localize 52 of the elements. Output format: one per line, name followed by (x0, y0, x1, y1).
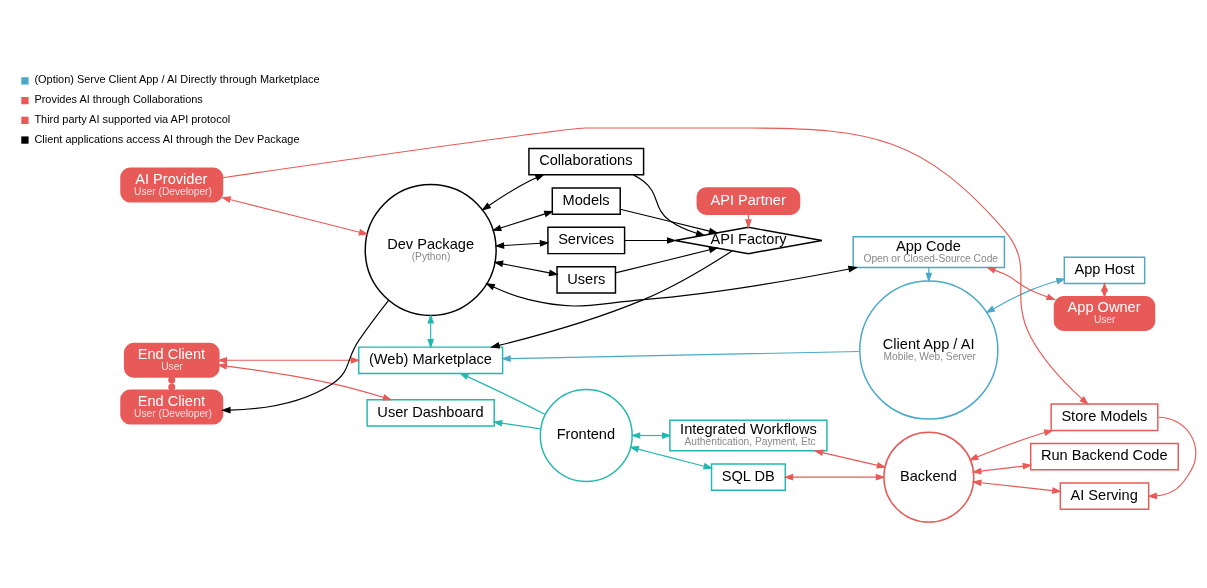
node-box: (Web) Marketplace (358, 346, 504, 375)
legend-label: (Option) Serve Client App / AI Directly through Marketplace (34, 73, 320, 86)
arrow (481, 174, 545, 211)
arrow (629, 445, 714, 470)
arrow (783, 473, 886, 481)
arrow (494, 239, 550, 249)
arrow (971, 462, 1033, 475)
arrow (619, 208, 719, 235)
node-box: SQL DB (710, 463, 786, 492)
arrow (986, 266, 1057, 301)
node-box: Integrated Workflows Authentication, Payment, Etc (669, 419, 828, 452)
arrow (485, 265, 859, 307)
arrow (630, 432, 672, 439)
legend-label: Third party AI supported via API protocol (34, 112, 231, 125)
node-box: AI Serving (1059, 482, 1150, 510)
arrow (489, 250, 733, 349)
arrow (624, 237, 677, 244)
arrow (221, 196, 369, 236)
node-box: API Partner (696, 187, 801, 215)
legend-label: Client applications access AI through the Dev Package (34, 132, 300, 145)
node-box: AI Provider User (Developer) (120, 167, 224, 203)
node-box: App Owner User (1053, 296, 1156, 332)
node-box: App Code Open or Closed-Source Code (852, 236, 1006, 269)
arrow (968, 429, 1054, 461)
arrow (459, 372, 546, 416)
arrow (501, 350, 861, 363)
node-circle: Frontend (539, 388, 633, 483)
arrow (491, 210, 554, 232)
node-box: End Client User (Developer) (120, 389, 224, 425)
node-box: Run Backend Code (1030, 442, 1179, 471)
node-box: Users (556, 266, 617, 294)
arrow (1147, 416, 1197, 500)
node-box: Services (547, 226, 626, 255)
arrow (614, 246, 719, 274)
arrow (221, 127, 1089, 406)
arrow (220, 299, 390, 414)
legend-label: Provides AI through Collaborations (34, 93, 203, 106)
node-box: Collaborations (528, 147, 645, 176)
node-box: Store Models (1050, 403, 1159, 432)
node-box: App Host (1063, 256, 1146, 285)
arrow (971, 479, 1062, 494)
arrow (985, 277, 1066, 314)
node-circle: Backend (883, 431, 975, 523)
arrow (493, 260, 559, 277)
arrow (217, 362, 393, 401)
arrow (492, 419, 542, 430)
arrow (217, 356, 361, 364)
node-box: End Client User (123, 342, 220, 378)
node-box: User Dashboard (366, 399, 495, 427)
arrow (813, 449, 887, 469)
node-box: Models (551, 187, 621, 215)
arrow (632, 174, 706, 237)
